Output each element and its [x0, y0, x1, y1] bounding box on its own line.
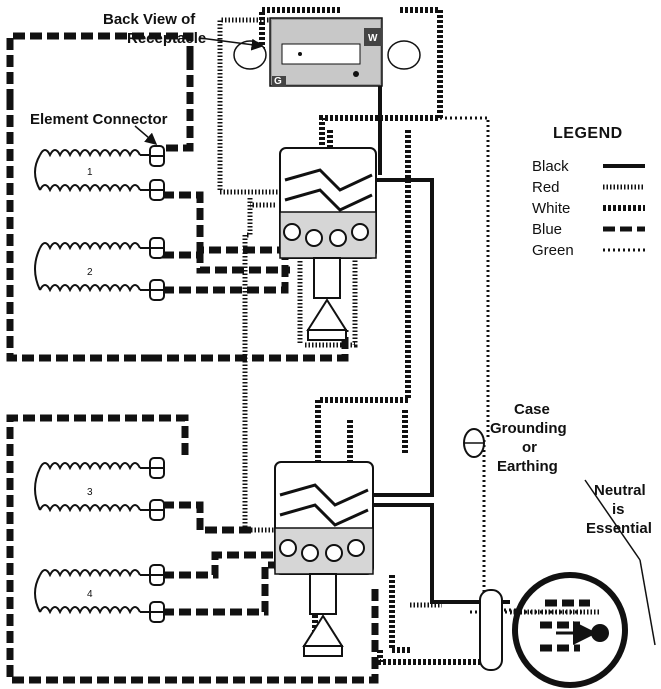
back-view-label-line2: Receptacle [127, 30, 206, 47]
back-view-label-line1: Back View of [103, 11, 196, 28]
receptacle-g-mark: G [274, 76, 282, 87]
receptacle-w-mark: W [368, 33, 378, 44]
element-connectors [149, 145, 165, 623]
legend-label-white: White [532, 200, 570, 217]
neutral-label-line2: is [612, 501, 625, 518]
legend-label-blue: Blue [532, 221, 562, 238]
heating-elements [34, 149, 150, 615]
neutral-label-line1: Neutral [594, 482, 646, 499]
element-4 [34, 569, 150, 615]
element-1 [34, 149, 150, 193]
leader-lines [134, 37, 656, 646]
legend: LEGEND Black Red White Blue Green [532, 125, 645, 259]
case-label-line2: Grounding [490, 420, 567, 437]
black-wires [363, 80, 510, 604]
legend-title: LEGEND [553, 125, 623, 142]
connector-terminal [149, 499, 165, 521]
case-label-line4: Earthing [497, 458, 558, 475]
connector-terminal [149, 564, 165, 586]
legend-label-green: Green [532, 242, 574, 259]
element-number-2: 2 [87, 267, 93, 278]
legend-label-black: Black [532, 158, 569, 175]
legend-label-red: Red [532, 179, 560, 196]
connector-terminal [149, 457, 165, 479]
case-label-line3: or [522, 439, 537, 456]
connector-terminal [149, 145, 165, 167]
connector-terminal [149, 601, 165, 623]
switch-upper [279, 147, 377, 341]
receptacle-back-view: W G [233, 17, 421, 87]
case-ground-connector [463, 428, 485, 458]
case-label-line1: Case [514, 401, 550, 418]
connector-terminal [149, 179, 165, 201]
connector-terminal [149, 279, 165, 301]
neutral-connector [479, 589, 503, 671]
element-2 [34, 242, 150, 293]
neutral-highlight-circle [512, 572, 628, 688]
element-number-4: 4 [87, 589, 93, 600]
neutral-label-line3: Essential [586, 520, 652, 537]
switch-lower [274, 461, 374, 657]
blue-wires [6, 32, 590, 684]
element-3 [34, 462, 150, 513]
element-number-3: 3 [87, 487, 93, 498]
connector-terminal [149, 237, 165, 259]
annotations: Back View of Receptacle Element Connecto… [30, 11, 652, 537]
element-number-1: 1 [87, 167, 93, 178]
element-connector-label: Element Connector [30, 111, 168, 128]
